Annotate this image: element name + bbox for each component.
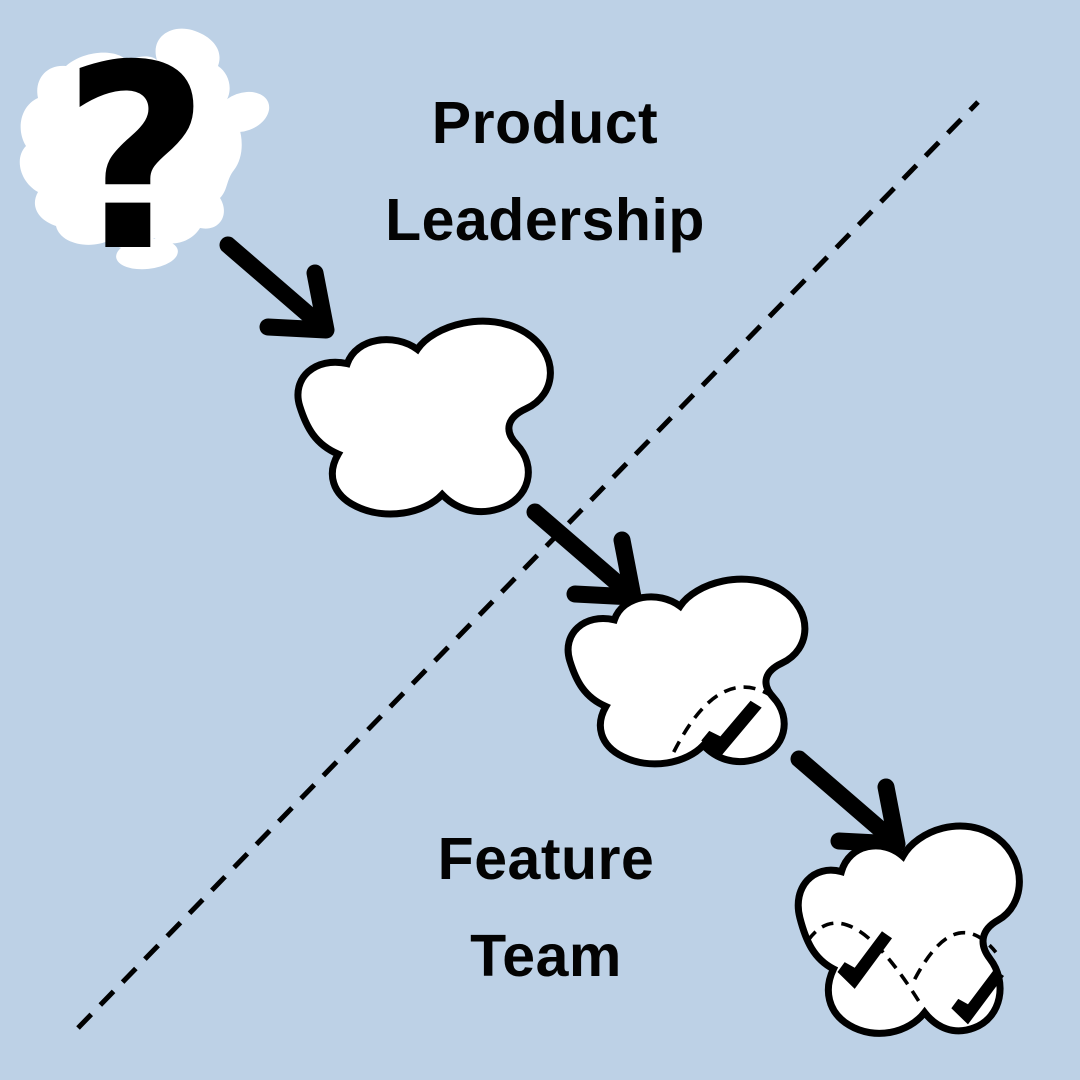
product-leadership-line1: Product (431, 90, 659, 156)
question-splat-icon (19, 28, 270, 270)
boundary-dashed-line (76, 100, 980, 1030)
question-mark-text: ? (62, 11, 210, 308)
feature-team-label: Feature Team (331, 811, 761, 1005)
feature-team-line2: Team (470, 923, 622, 989)
product-leadership-line2: Leadership (385, 187, 705, 253)
dashed-slice-arc (808, 923, 923, 1007)
splat-satellite-bottom (116, 238, 178, 270)
blob-outline (568, 579, 805, 764)
splat-body (19, 28, 242, 250)
arrow-icon (799, 759, 897, 844)
work-blob-unsliced (298, 321, 550, 514)
product-leadership-label: Product Leadership (320, 75, 770, 269)
feature-team-line1: Feature (437, 826, 655, 892)
arrow-icon (535, 512, 633, 597)
work-blob-two-slices (798, 826, 1019, 1033)
blob-outline (798, 826, 1019, 1033)
dashed-slice-arc (674, 687, 770, 752)
dashed-slice-arc (915, 933, 996, 980)
splat-satellite-right (216, 91, 270, 133)
arrow-icon (228, 245, 326, 330)
blob-outline (298, 321, 550, 514)
work-blob-one-slice (568, 579, 805, 764)
